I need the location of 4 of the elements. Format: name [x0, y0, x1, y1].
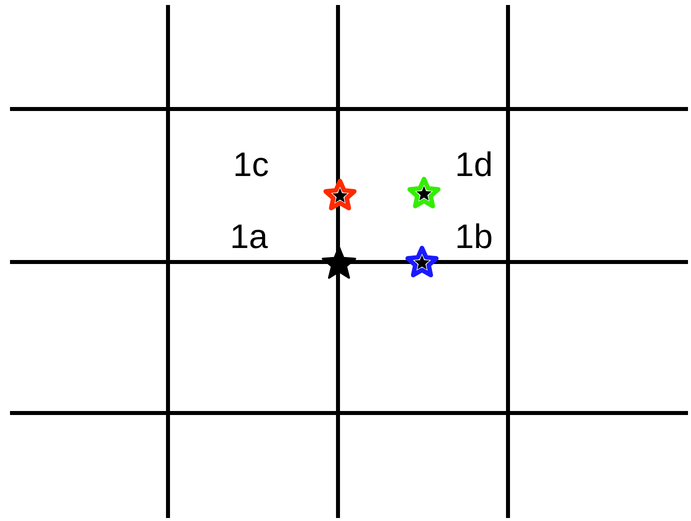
point-label: 1d	[455, 148, 493, 182]
point-label: 1c	[233, 148, 269, 182]
point-label: 1b	[455, 220, 493, 254]
point-label: 1a	[230, 220, 268, 254]
